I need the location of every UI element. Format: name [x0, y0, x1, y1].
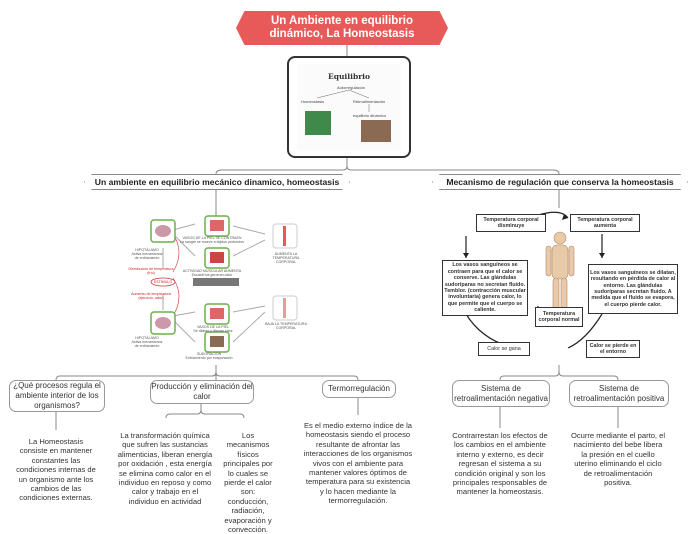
box-vasos-dilatan[interactable]: Los vasos sanguíneos se dilatan, resulta… [588, 264, 678, 314]
box-calor-pierde[interactable]: Calor se pierde en el entorno [586, 340, 640, 358]
equilibrio-title: Equilibrio [327, 72, 370, 81]
topic-produccion-calor[interactable]: Producción y eliminación del calor [150, 380, 254, 404]
connector-lines [55, 45, 619, 430]
label-homeostasis: Homeostasis [301, 99, 325, 104]
diag-vasos-dilatan: VASOS DE LA PIEL Se dilatan y liberan ca… [193, 325, 233, 334]
thermo-diagram-arrows [150, 215, 298, 353]
root-title[interactable]: Un Ambiente en equilibrio dinámico, La H… [236, 11, 448, 45]
diag-disminucion: Disminución de temperatura (frío) [128, 267, 174, 276]
text-mecanismos-fisicos: Los mecanismos físicos principales por l… [223, 431, 273, 534]
text-transformacion-quimica: La transformación química que sufren las… [117, 431, 213, 506]
diag-hipotalamo-top: HIPOTÁLAMO Activa mecanismos de enfriami… [131, 248, 163, 261]
text-procesos: La Homeostasis consiste en mantener cons… [16, 437, 96, 503]
forest-photo [305, 111, 331, 135]
diag-aumento: Aumento de temperatura (ejercicio, calor… [131, 292, 171, 301]
equilibrio-arrows [316, 89, 370, 112]
box-calor-gana[interactable]: Calor se gana [478, 342, 530, 356]
branch-right[interactable]: Mecanismo de regulación que conserva la … [432, 174, 688, 190]
label-equilibrio-dinamico: equilibrio dinámico [353, 113, 387, 118]
branch-left[interactable]: Un ambiente en equilibrio mecánico dinam… [84, 174, 350, 190]
diag-vasos-contraen: VASOS DE LA PIEL SE CONTRAEN La sangre s… [180, 236, 244, 245]
text-retro-negativa: Contrarrestan los efectos de los cambios… [452, 431, 548, 497]
diag-estimulo: ESTÍMULO [153, 280, 173, 284]
label-autorregulacion: Autorregulación [337, 85, 366, 90]
label-retroalimentacion: Retroalimentación [353, 99, 386, 104]
box-temp-aumenta[interactable]: Temperatura corporal aumenta [570, 214, 640, 232]
root-title-line2: dinámico, La Homeostasis [269, 28, 415, 40]
diag-aumenta-temp: AUMENTA LA TEMPERATURA CORPORAL [272, 252, 300, 265]
topic-procesos[interactable]: ¿Qué procesos regula el ambiente interio… [9, 380, 105, 412]
box-temp-disminuye[interactable]: Temperatura corporal disminuye [476, 214, 546, 232]
equilibrio-image-inner: Equilibrio Autorregulación Homeostasis R… [297, 64, 401, 150]
diag-baja-temp: BAJA LA TEMPERATURA CORPORAL [265, 322, 307, 331]
equilibrio-image[interactable]: Equilibrio Autorregulación Homeostasis R… [287, 56, 411, 158]
animal-photo [361, 120, 391, 142]
thermoregulation-diagram[interactable]: HIPOTÁLAMO Activa mecanismos de enfriami… [125, 212, 325, 362]
diag-sudoracion: SUDORACIÓN Enfriamiento por evaporación [185, 352, 233, 361]
topic-retro-positiva[interactable]: Sistema de retroalimentación positiva [569, 380, 669, 407]
topic-retro-negativa[interactable]: Sistema de retroalimentación negativa [452, 380, 550, 407]
text-retro-positiva: Ocurre mediante el parto, el nacimiento … [570, 431, 666, 488]
topic-termorregulacion[interactable]: Termorregulación [322, 380, 396, 398]
root-title-line1: Un Ambiente en equilibrio [270, 15, 414, 27]
diag-hipotalamo-bottom: HIPOTÁLAMO Activa mecanismos de enfriami… [131, 336, 163, 349]
box-temp-normal[interactable]: Temperatura corporal normal [535, 307, 583, 327]
diag-actividad-muscular: ACTIVIDAD MUSCULAR AUMENTA Escalofríos g… [182, 269, 242, 278]
box-vasos-contraen[interactable]: Los vasos sanguíneos se contraen para qu… [442, 260, 528, 316]
text-termorregulacion: Es el medio externo índice de la homeost… [303, 421, 413, 506]
